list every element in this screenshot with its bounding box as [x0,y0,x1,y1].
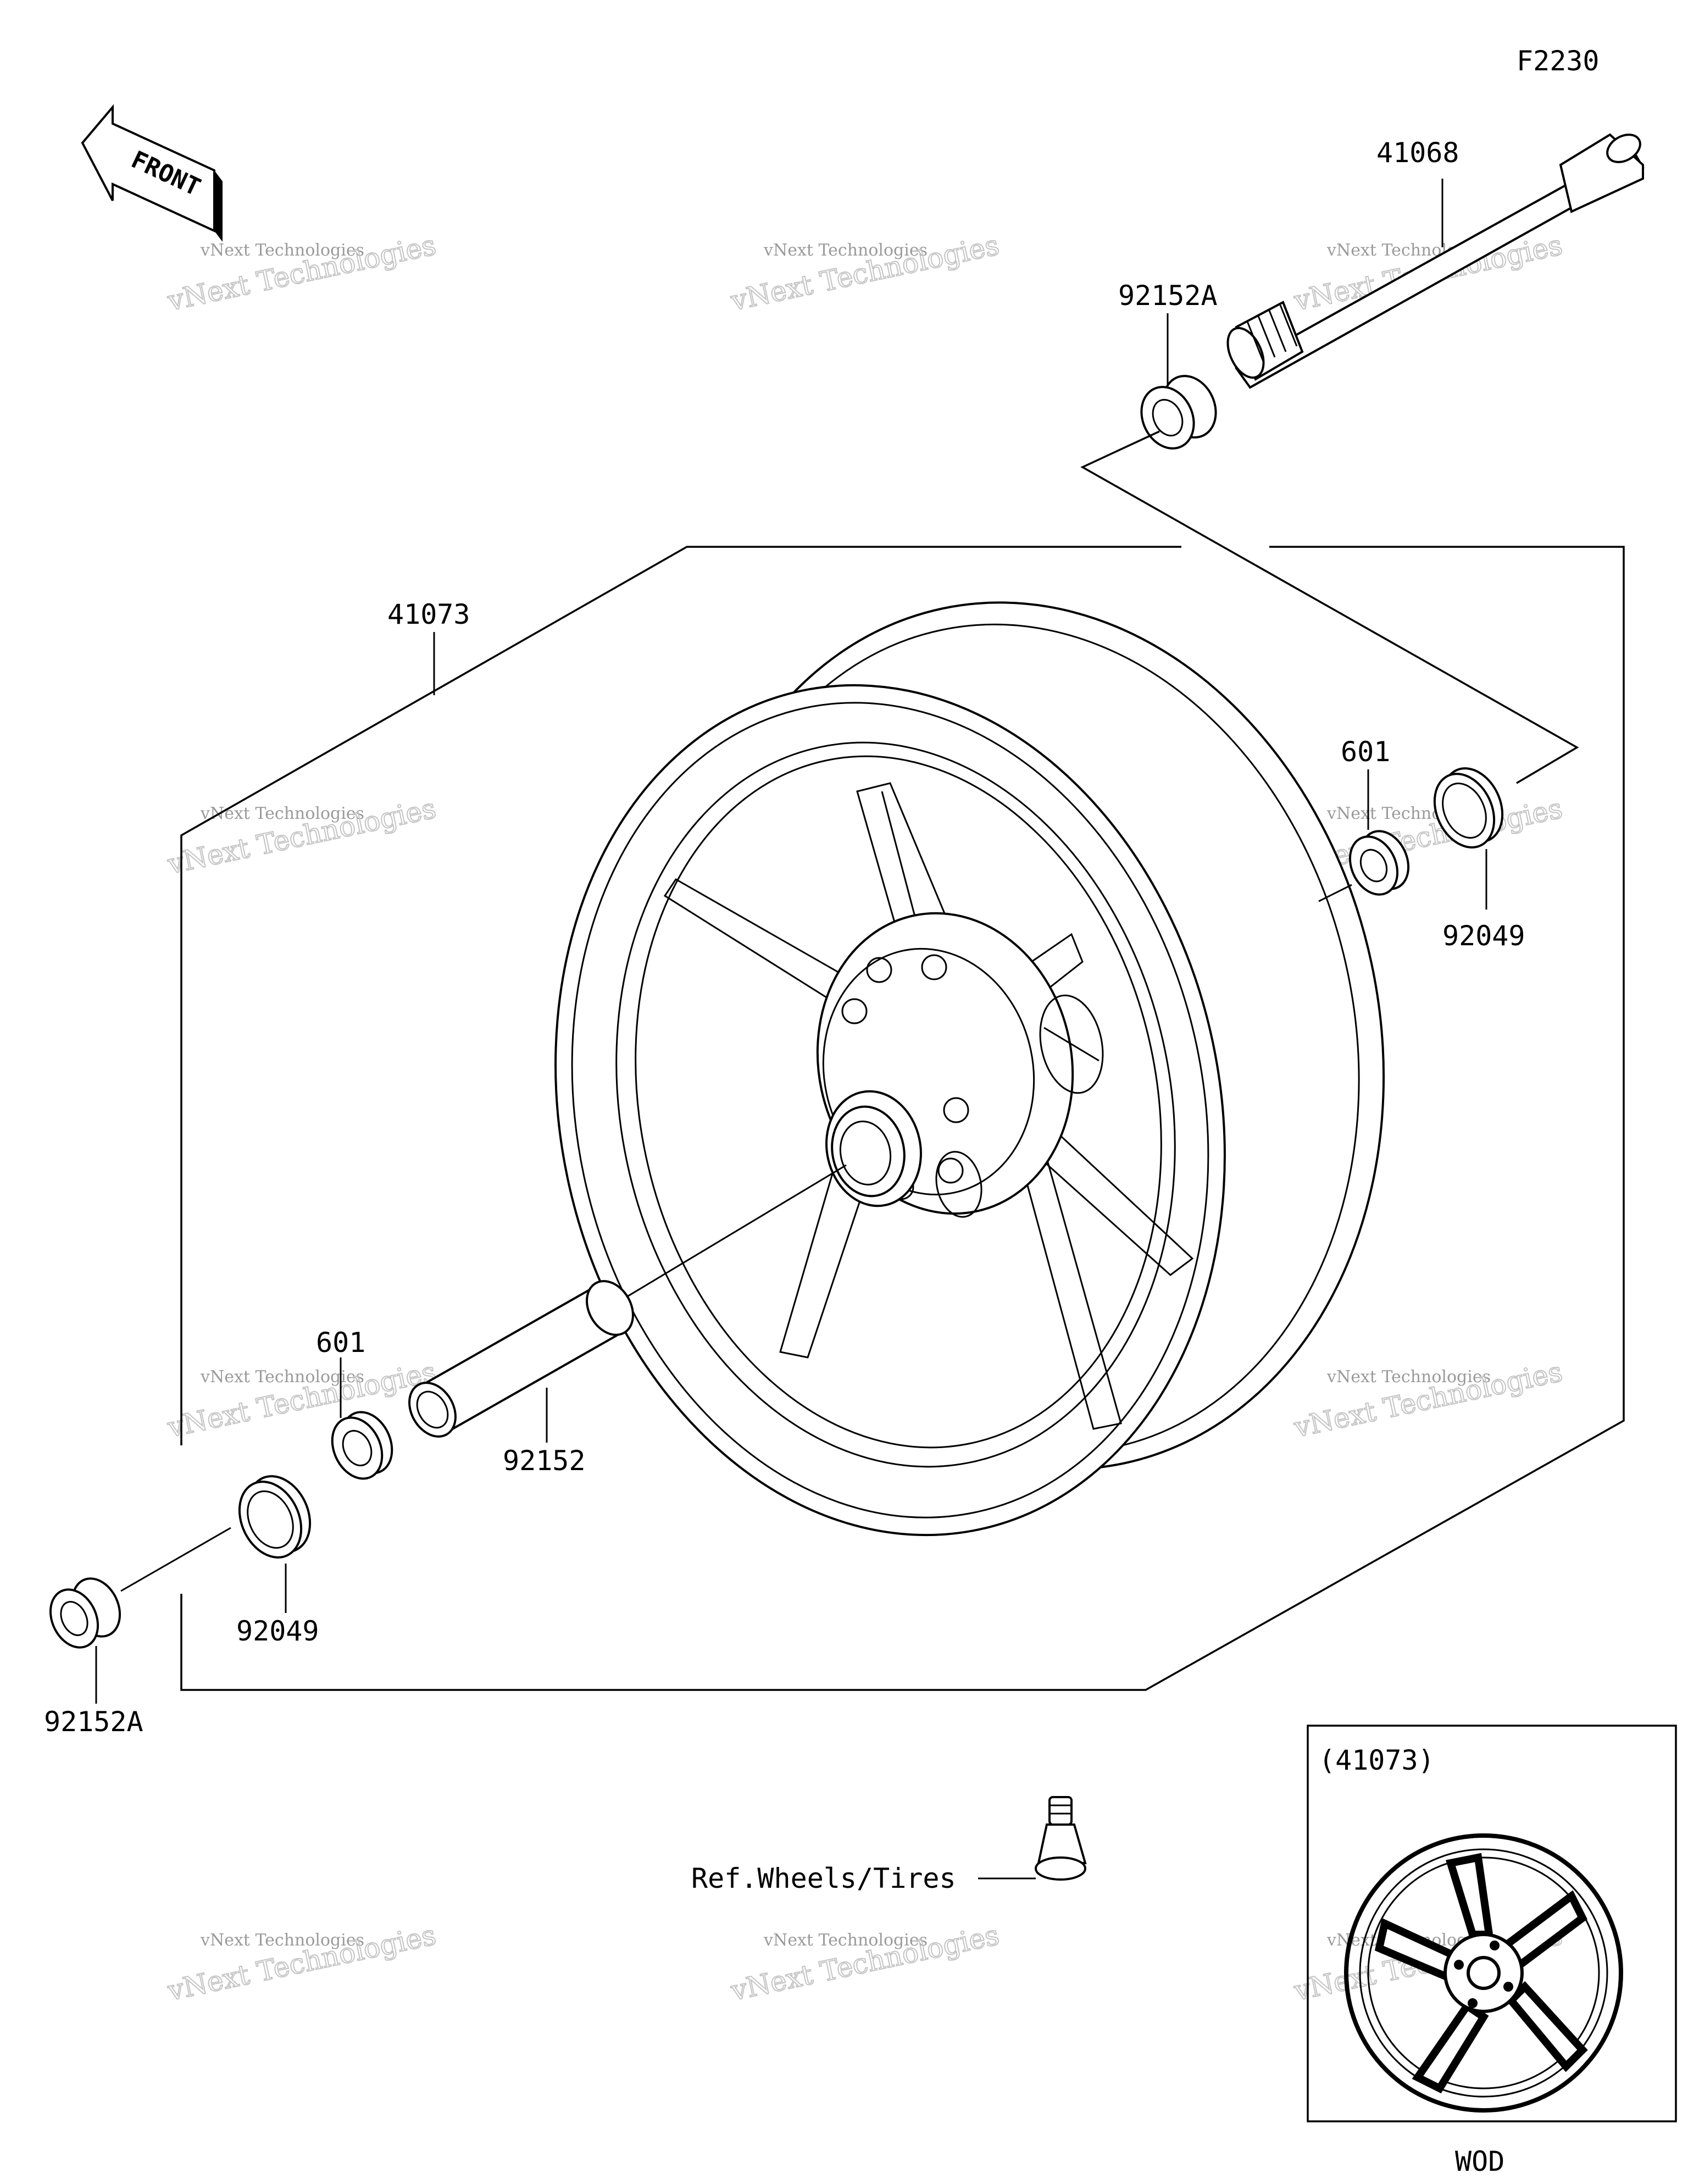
svg-text:vNext Technologies: vNext Technologies [200,1931,364,1950]
seal-92049-left [238,1475,312,1559]
watermark: vNext Technologies vNext Technologies [1290,1355,1565,1444]
ref-wheels-tires-label: Ref.Wheels/Tires [691,1863,956,1894]
collar-92152a-top [1140,375,1217,450]
seal-92049-right [1433,767,1504,849]
part-number-92152a-top: 92152A [1118,280,1218,312]
wheel-41073 [554,601,1385,1537]
part-number-92152a-bottom: 92152A [44,1706,143,1738]
figure-code: F2230 [1517,45,1600,77]
svg-text:vNext Technologies: vNext Technologies [763,1931,928,1950]
axle-41068 [1226,133,1645,389]
watermark: vNext Technologies vNext Technologies [164,229,439,318]
part-number-92049-right: 92049 [1442,920,1525,952]
svg-text:vNext Technologies: vNext Technologies [200,1367,364,1387]
part-number-92152: 92152 [503,1445,586,1477]
spacer-92152 [408,1280,634,1438]
inset-title: (41073) [1319,1744,1435,1776]
wheel-thumbnail-icon [1344,1833,1623,2113]
part-number-41068: 41068 [1376,137,1459,169]
part-number-41073: 41073 [387,598,470,630]
svg-text:vNext Technologies: vNext Technologies [200,804,364,823]
svg-text:vNext Technologies: vNext Technologies [763,241,928,260]
watermark: vNext Technologies vNext Technologies [727,1919,1002,2008]
bearing-601-right [1348,830,1410,896]
svg-text:vNext Technologies: vNext Technologies [200,241,364,260]
watermark: vNext Technologies vNext Technologies [164,792,439,881]
front-arrow-icon: FRONT [81,104,223,242]
valve-icon [1035,1796,1087,1881]
watermark: vNext Technologies vNext Technologies [164,1355,439,1444]
part-number-601-left: 601 [316,1327,365,1359]
bearing-601-left [331,1411,393,1480]
svg-text:vNext Technologies: vNext Technologies [1326,1367,1491,1387]
watermark: vNext Technologies vNext Technologies [727,229,1002,318]
part-number-601-right: 601 [1341,736,1390,768]
watermark: vNext Technologies vNext Technologies [164,1919,439,2008]
inset-box: (41073) [1307,1725,1677,2122]
inset-caption: WOD [1455,2146,1504,2177]
part-number-92049-left: 92049 [236,1615,319,1647]
collar-92152a-bottom [49,1577,121,1649]
